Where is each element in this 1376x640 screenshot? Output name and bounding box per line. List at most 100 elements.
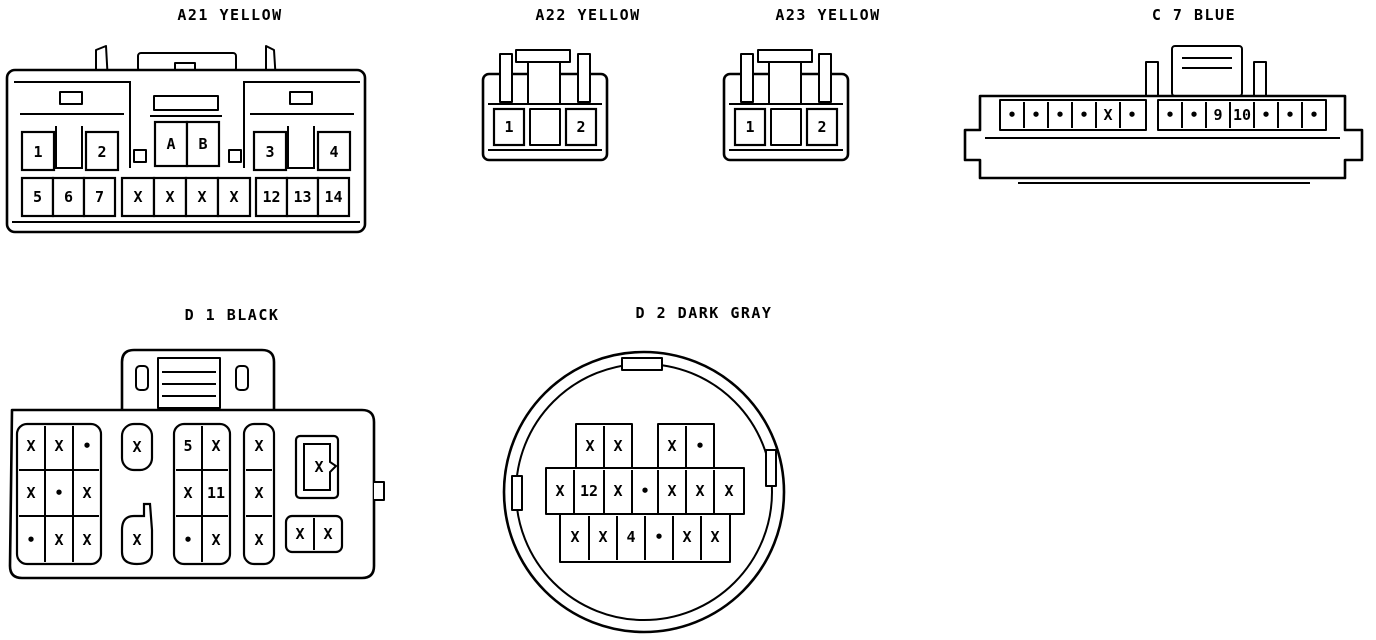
a23-pin-label: 2 [817,118,826,136]
a22-pin-label: 2 [576,118,585,136]
d1-pin-label: • [183,531,192,549]
c7-pin-label: • [1031,106,1040,124]
d1-pin-label: X [82,531,91,549]
c7-latch [1171,45,1243,97]
c7-pin-label: • [1055,106,1064,124]
a21-pin-label: 5 [33,188,42,206]
d1-pin-label: X [211,437,220,455]
d1-pin-label: X [132,438,141,456]
a21-pin-label: 14 [324,188,342,206]
d1-pin-label: X [132,531,141,549]
a21-pin-label: 4 [329,143,338,161]
d2-pin-label: X [598,528,607,546]
c7-right-block: • • 9 10 • • • [1157,99,1327,131]
d1-pin-label: 5 [183,437,192,455]
c7-pin-label: • [1309,106,1318,124]
d1-group-single: X X [120,422,154,566]
d1-pin-label: X [54,437,63,455]
d1-pin-label: X [314,458,323,476]
a21-pin-label: 6 [64,188,73,206]
d2-pin-label: X [555,482,564,500]
d1-pin-label: X [211,531,220,549]
d1-pin-label: X [82,484,91,502]
d2-pin-label: • [654,528,663,546]
a21-pin-label: X [133,188,142,206]
a22-pin-label: 1 [504,118,513,136]
d2-pin-label: 12 [580,482,598,500]
a21-pin-label: X [165,188,174,206]
connector-d1-title: D 1 BLACK [185,306,280,324]
connector-d1: D 1 BLACK X X • X • X • X X [8,306,385,580]
a21-pin-label: X [197,188,206,206]
a21-cavity-2 [84,130,120,172]
d1-group-left: X X • X • X • X X [15,422,103,566]
d1-pin-label: 11 [207,484,225,502]
d1-pin-label: • [26,531,35,549]
d2-pin-label: X [613,437,622,455]
a21-bottom-row: 5 6 7 X X X X 12 13 14 [20,176,351,218]
a21-pin-label: 1 [33,143,42,161]
connector-c7: C 7 BLUE • • • • X • • • 9 10 [963,6,1364,184]
a22-cavity-2 [564,107,598,147]
d2-pin-label: X [667,482,676,500]
d1-group-center: 5 X X 11 • X [172,422,232,566]
a23-pin-label: 1 [745,118,754,136]
d2-pin-label: X [724,482,733,500]
c7-pin-label: • [1261,106,1270,124]
d1-pin-label: X [323,525,332,543]
d2-pin-label: X [682,528,691,546]
a23-cavity-1 [733,107,767,147]
d2-key [621,357,663,371]
connector-a22: A22 YELLOW 1 2 [481,6,640,162]
d1-pin-label: X [54,531,63,549]
d1-pin-label: X [295,525,304,543]
a23-latch [757,49,813,63]
connector-a23-title: A23 YELLOW [775,6,880,24]
c7-pin-label: 10 [1233,106,1251,124]
a23-cavity-2 [805,107,839,147]
c7-pin-label: • [1285,106,1294,124]
a22-cavity-1 [492,107,526,147]
connector-a21: A21 YELLOW 1 2 A B 3 4 [5,6,367,234]
d1-pin-label: • [54,484,63,502]
d1-pin-label: X [254,437,263,455]
a21-pin-label: 13 [293,188,311,206]
d1-pin-label: X [254,531,263,549]
d1-group-column: X X X [242,422,276,566]
d2-pin-label: X [585,437,594,455]
a22-latch [515,49,571,63]
a21-cavity-3 [252,130,288,172]
d2-pin-label: X [710,528,719,546]
c7-pin-label: • [1079,106,1088,124]
d2-row-1: X X X • [546,426,744,469]
d2-pin-label: X [695,482,704,500]
d1-group-right: X X X [284,434,344,554]
a21-cavity-1 [20,130,56,172]
c7-pin-label: X [1103,106,1112,124]
c7-pin-label: • [1127,106,1136,124]
a21-pin-label: 12 [262,188,280,206]
connector-a22-title: A22 YELLOW [535,6,640,24]
c7-pin-label: 9 [1213,106,1222,124]
connector-a23: A23 YELLOW 1 2 [722,6,880,162]
d1-pin-label: X [254,484,263,502]
d2-pin-label: X [570,528,579,546]
d2-row-3: X X 4 • X X [570,516,720,560]
c7-pin-label: • [1189,106,1198,124]
d1-pin-label: • [82,437,91,455]
a21-cavity-b [185,120,221,168]
d2-pin-label: • [640,482,649,500]
a21-pin-label: B [198,135,207,153]
a21-pin-label: 7 [95,188,104,206]
a21-pin-label: 3 [265,143,274,161]
d2-row-2: X 12 X • X X X [546,470,744,515]
connector-c7-title: C 7 BLUE [1152,6,1236,24]
a21-cavity-4 [316,130,352,172]
a21-pin-label: X [229,188,238,206]
d1-pin-label: X [183,484,192,502]
c7-left-block: • • • • X • [999,99,1147,131]
d1-pin-label: X [26,484,35,502]
c7-pin-label: • [1007,106,1016,124]
d2-pin-label: 4 [626,528,635,546]
d2-pin-label: • [695,437,704,455]
